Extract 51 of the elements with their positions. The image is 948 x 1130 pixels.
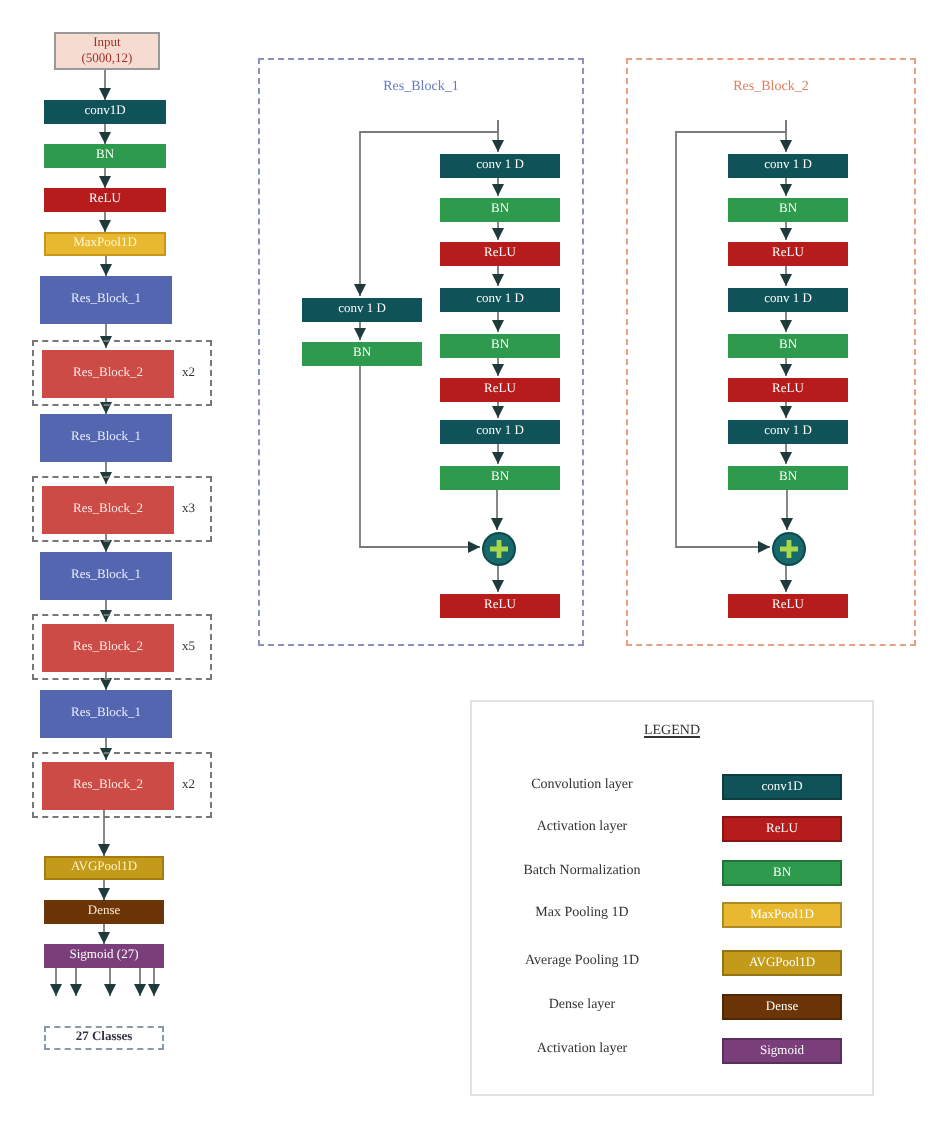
arrow <box>100 737 112 761</box>
arrow <box>492 355 504 377</box>
arrow <box>780 309 792 333</box>
arrow <box>100 461 112 485</box>
arrow <box>100 599 112 623</box>
arrow <box>780 219 792 241</box>
arrow <box>70 967 82 997</box>
arrow <box>99 69 111 101</box>
arrow <box>492 563 504 593</box>
arrow <box>781 487 793 531</box>
arrow <box>98 879 110 901</box>
arrow <box>780 175 792 197</box>
arrow <box>780 563 792 593</box>
arrow <box>100 323 112 349</box>
arrow <box>100 395 112 415</box>
arrow <box>780 263 792 287</box>
arrow <box>354 119 499 297</box>
res-block-panel <box>626 58 916 646</box>
arrow <box>491 487 503 531</box>
arrow <box>50 967 62 997</box>
arrow <box>99 123 111 145</box>
add-circle <box>772 532 806 566</box>
arrow <box>134 967 146 997</box>
arrow <box>492 263 504 287</box>
arrow <box>492 441 504 465</box>
arrow <box>675 119 787 553</box>
arrow <box>98 923 110 945</box>
arrow <box>492 399 504 419</box>
arrow <box>99 167 111 189</box>
arrow <box>100 531 112 553</box>
arrow <box>148 967 160 997</box>
arrow <box>100 669 112 691</box>
arrow <box>99 211 111 233</box>
res-block-panel <box>258 58 584 646</box>
repeat-group-box <box>32 614 212 680</box>
arrow <box>780 355 792 377</box>
arrow <box>492 219 504 241</box>
arrow <box>780 399 792 419</box>
arrow <box>104 967 116 997</box>
arrow <box>492 175 504 197</box>
repeat-group-box <box>32 752 212 818</box>
input-box <box>54 32 160 70</box>
arrow <box>100 255 112 277</box>
repeat-group-box <box>32 340 212 406</box>
repeat-group-box <box>32 476 212 542</box>
arrow <box>492 309 504 333</box>
arrow <box>359 363 481 553</box>
arrow <box>780 441 792 465</box>
arrow <box>354 319 366 341</box>
arrow <box>98 807 110 857</box>
add-circle <box>482 532 516 566</box>
